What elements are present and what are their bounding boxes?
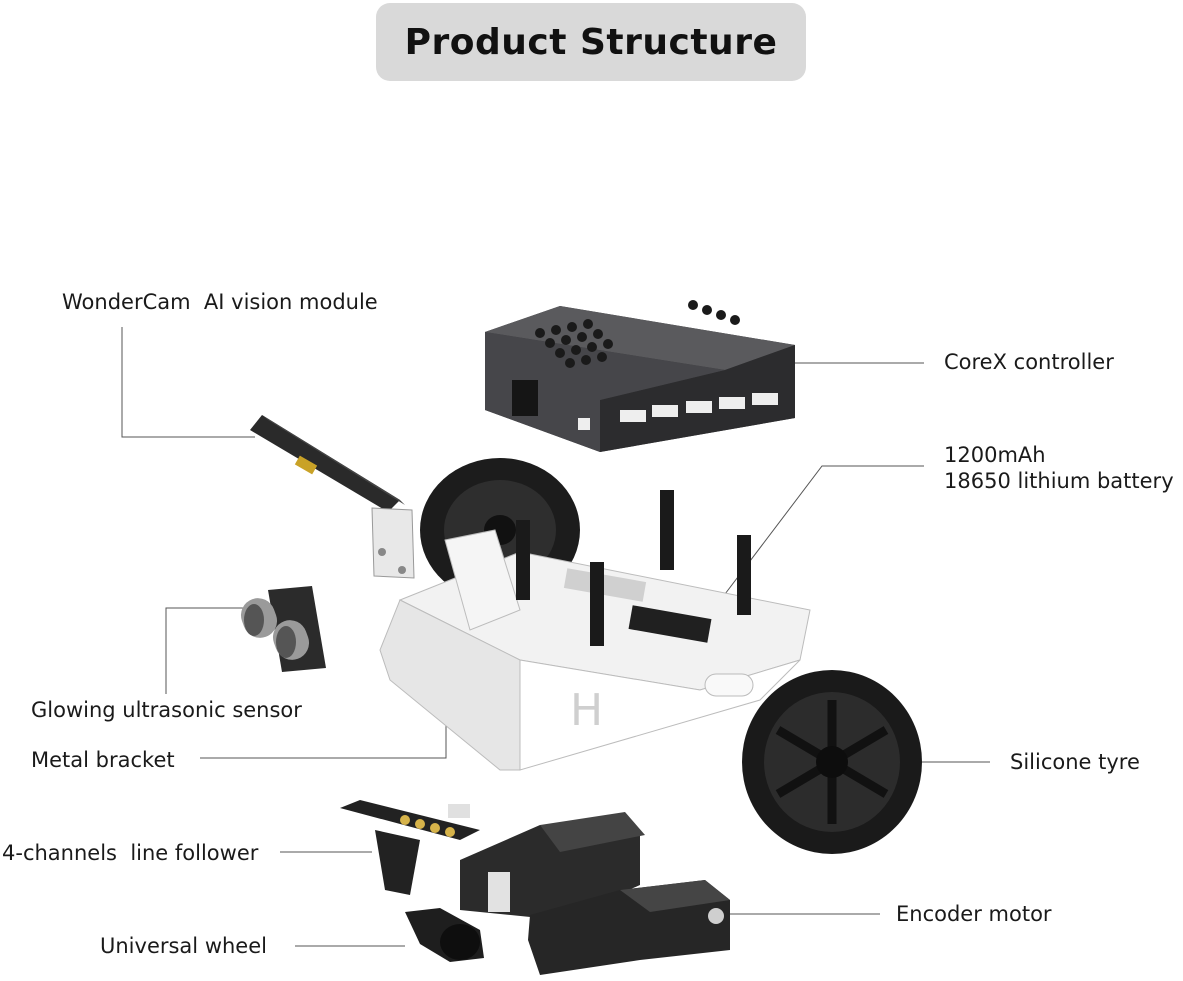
ultrasonic-sensor-illustration [240,586,326,672]
label-wondercam: WonderCam AI vision module [62,290,378,314]
bracket-leader [200,712,447,759]
metal-bracket-illustration: H [379,490,811,771]
label-universal-wheel: Universal wheel [100,934,267,958]
controller-button-grid [535,319,613,368]
corex-controller-illustration [485,300,795,452]
standoffs [516,490,751,646]
label-silicone-tyre: Silicone tyre [1010,750,1140,774]
page-title: Product Structure [404,21,778,63]
ultrasonic-leader [165,607,244,694]
line-follower-illustration [340,800,480,895]
leader-lines [121,327,990,947]
label-battery-capacity: 1200mAh [944,443,1046,467]
battery-leader [721,465,924,599]
silicone-tyre-illustration [742,670,922,854]
label-line-follower: 4-channels line follower [2,841,259,865]
label-corex-controller: CoreX controller [944,350,1114,374]
universal-wheel-illustration [405,908,484,962]
bracket-logo: H [570,685,603,736]
wondercam-leader [121,327,255,438]
label-metal-bracket: Metal bracket [31,748,175,772]
title-banner: Product Structure [376,3,806,81]
label-ultrasonic-sensor: Glowing ultrasonic sensor [31,698,302,722]
label-encoder-motor: Encoder motor [896,902,1052,926]
wondercam-illustration [250,415,415,579]
encoder-motor-illustration [460,812,730,975]
controller-ports [578,393,778,430]
label-battery-type: 18650 lithium battery [944,469,1174,493]
